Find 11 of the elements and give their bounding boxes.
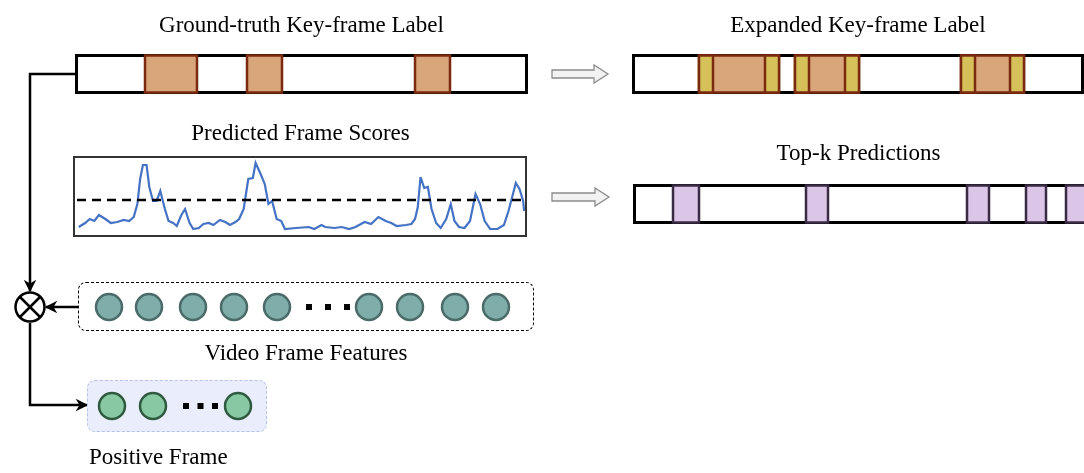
- block-arrow: [551, 63, 610, 85]
- arrow: [23, 72, 75, 293]
- arrow: [44, 300, 78, 314]
- arrow: [28, 323, 89, 412]
- chart-heading: Predicted Frame Scores: [191, 120, 410, 146]
- bar-heading: Top-k Predictions: [776, 140, 941, 166]
- bar-heading: Expanded Key-frame Label: [730, 12, 986, 38]
- panel-caption: Video Frame Features: [204, 340, 408, 366]
- block-arrow: [551, 186, 611, 208]
- panel-caption: Positive Frame: [89, 444, 228, 470]
- bar-heading: Ground-truth Key-frame Label: [159, 12, 444, 38]
